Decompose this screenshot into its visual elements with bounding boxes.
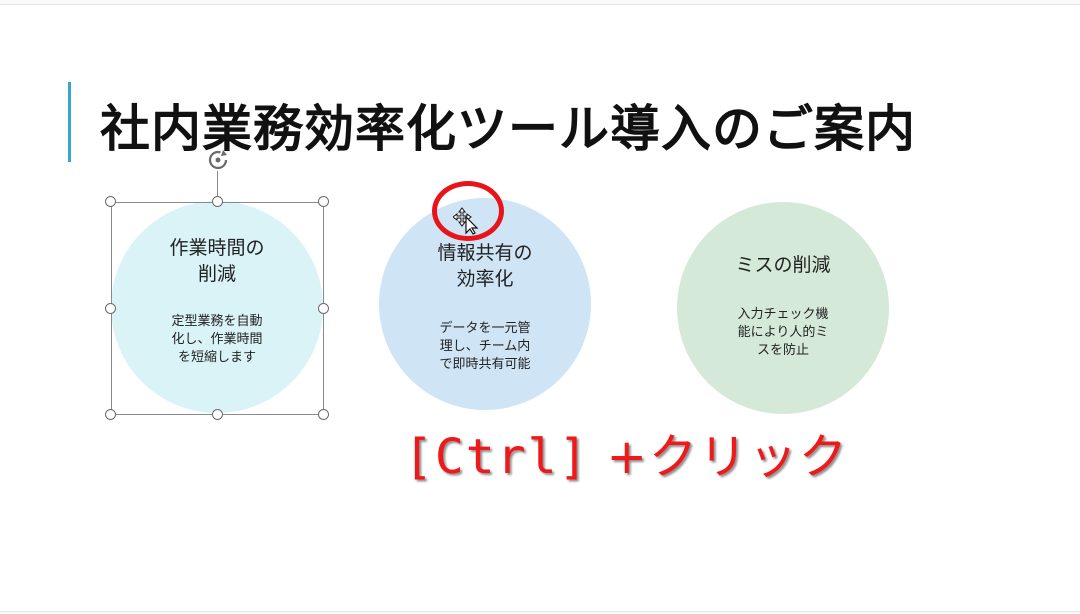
circle-card-time-reduction[interactable]: 作業時間の 削減 定型業務を自動 化し、作業時間 を短縮します	[111, 201, 323, 413]
ctrl-click-callout: [Ctrl] +クリック	[404, 417, 849, 487]
slide-title[interactable]: 社内業務効率化ツール導入のご案内	[100, 100, 916, 158]
card-title: ミスの削減	[735, 254, 831, 276]
resize-handle-bottom-right[interactable]	[318, 409, 329, 420]
circle-card-error-reduction[interactable]: ミスの削減 入力チェック機 能により人的ミ スを防止	[677, 202, 889, 414]
resize-handle-top-left[interactable]	[105, 196, 116, 207]
slide[interactable]: 社内業務効率化ツール導入のご案内 作業時間の 削減 定型業務を自動 化し、作業時…	[0, 4, 1080, 612]
resize-handle-top-right[interactable]	[318, 196, 329, 207]
highlight-ring	[432, 181, 504, 241]
rotation-stem	[217, 171, 218, 196]
card-body: 入力チェック機 能により人的ミ スを防止	[737, 307, 829, 358]
resize-handle-top[interactable]	[212, 196, 223, 207]
title-accent-bar	[68, 82, 71, 162]
resize-handle-bottom[interactable]	[212, 409, 223, 420]
resize-handle-left[interactable]	[105, 303, 116, 314]
rotate-handle-icon[interactable]	[204, 146, 232, 174]
card-body: データを一元管 理し、チーム内 で即時共有可能	[439, 321, 531, 372]
resize-handle-right[interactable]	[318, 303, 329, 314]
card-title: 作業時間の 削減	[169, 237, 265, 285]
resize-handle-bottom-left[interactable]	[105, 409, 116, 420]
callout-action: +クリック	[606, 429, 849, 485]
move-cursor-icon	[453, 207, 479, 235]
callout-key: [Ctrl]	[404, 429, 590, 485]
card-title: 情報共有の 効率化	[437, 242, 533, 290]
card-body: 定型業務を自動 化し、作業時間 を短縮します	[171, 314, 263, 365]
